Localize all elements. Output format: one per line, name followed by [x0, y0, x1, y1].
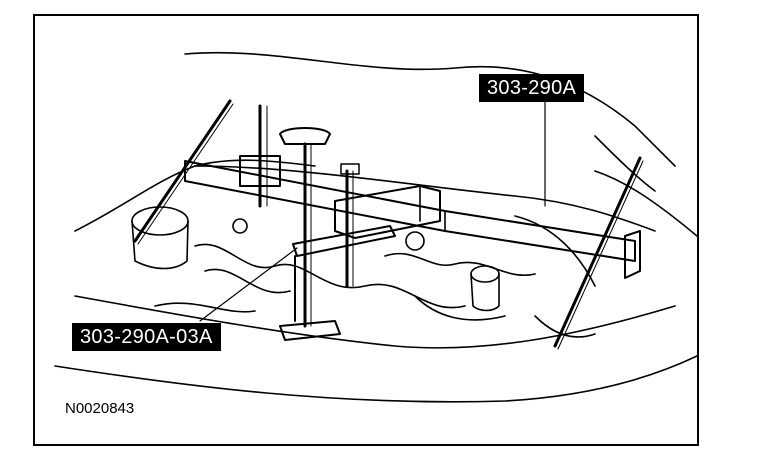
hood-crease — [594, 135, 656, 192]
hood-prop-right — [553, 156, 642, 348]
callout-sub-tool: 303-290A-03A — [72, 323, 221, 351]
foot-plate — [279, 320, 341, 341]
hood-prop-left — [133, 99, 232, 243]
figure-id: N0020843 — [65, 400, 135, 417]
figure-frame: 303-290A 303-290A-03A N0020843 — [33, 14, 699, 446]
lower-body — [54, 355, 697, 403]
front-bumper — [74, 295, 676, 349]
engine-bay-illustration — [54, 51, 697, 403]
hood-outline — [184, 51, 676, 167]
t-handle — [279, 127, 331, 145]
callout-main-tool: 303-290A — [479, 74, 585, 102]
leader-sub-tool — [199, 247, 298, 322]
hoses — [194, 243, 466, 309]
fender-right — [594, 170, 697, 237]
